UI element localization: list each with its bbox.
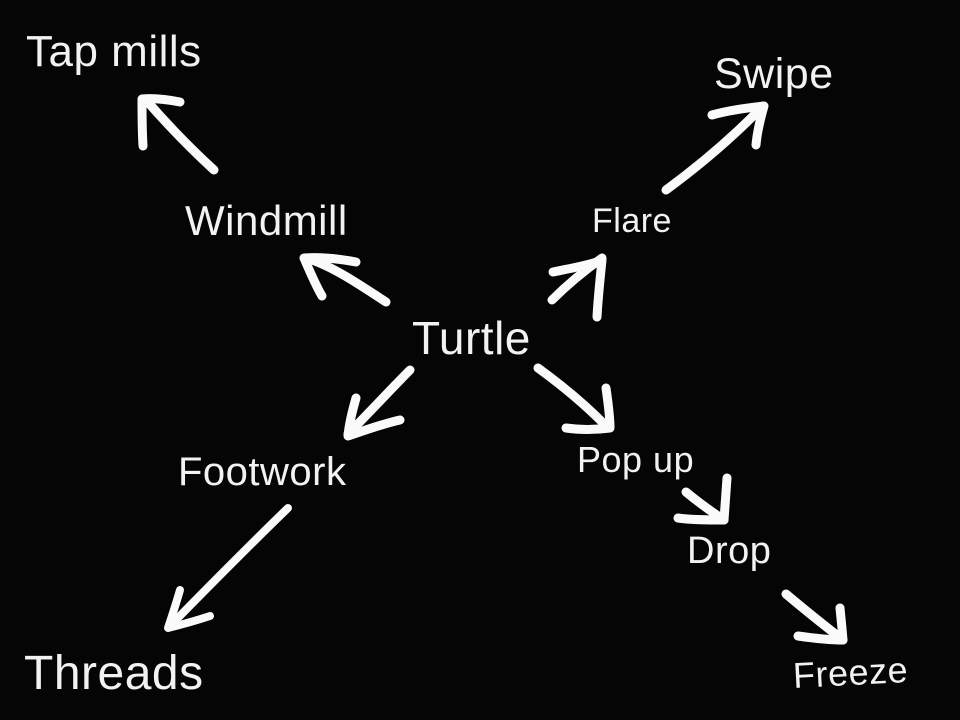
arrow-windmill-to-tap-mills [137, 94, 219, 175]
node-flare: Flare [592, 202, 672, 240]
arrow-turtle-to-pop-up [533, 363, 615, 434]
arrow-turtle-to-footwork [343, 365, 415, 441]
node-footwork: Footwork [178, 450, 347, 494]
node-windmill: Windmill [185, 197, 348, 244]
arrow-turtle-to-flare [547, 253, 607, 322]
arrow-flare-to-swipe [661, 101, 769, 195]
arrow-drop-to-freeze [781, 589, 848, 645]
node-turtle: Turtle [412, 312, 531, 364]
arrow-pop-up-to-drop [673, 473, 732, 525]
node-drop: Drop [687, 530, 772, 572]
arrow-turtle-to-windmill [299, 253, 391, 307]
node-swipe: Swipe [714, 50, 834, 98]
node-freeze: Freeze [791, 649, 909, 696]
node-threads: Threads [24, 647, 204, 700]
arrow-footwork-to-threads [164, 504, 292, 632]
node-pop-up: Pop up [577, 439, 695, 480]
node-tap-mills: Tap mills [26, 27, 202, 76]
